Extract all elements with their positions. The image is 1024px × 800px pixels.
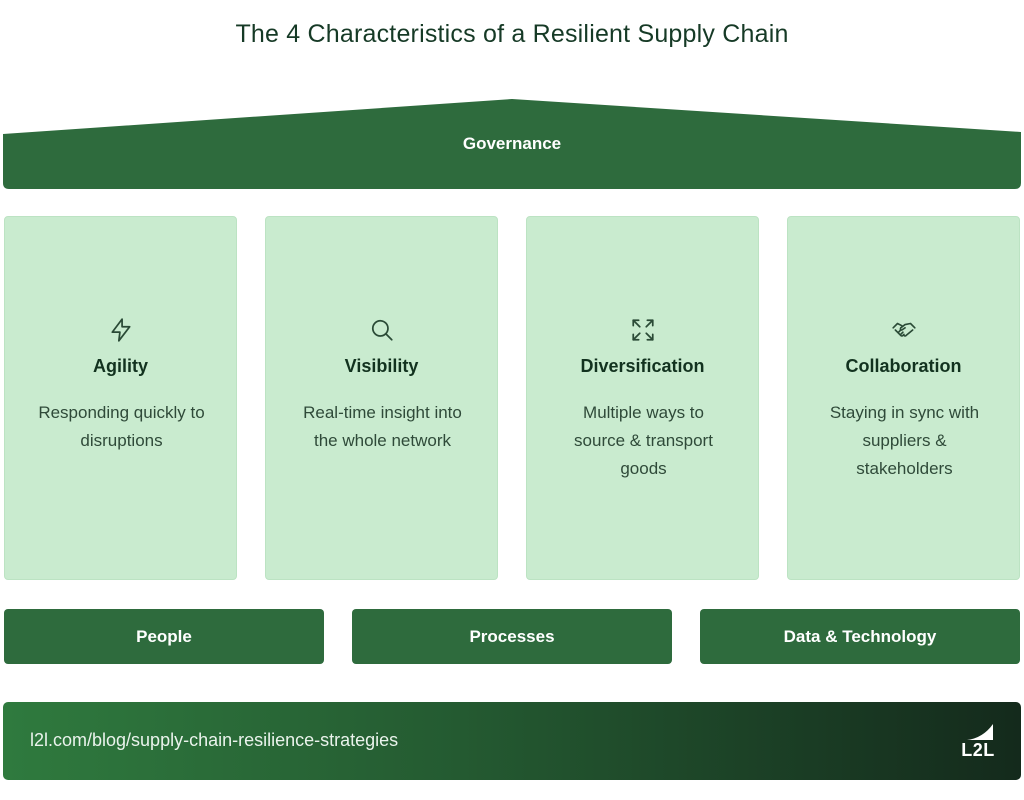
governance-label: Governance <box>462 134 562 153</box>
pillar-agility: Agility Responding quickly to disruption… <box>4 216 237 580</box>
lightning-icon <box>5 316 236 344</box>
pillar-description: Staying in sync with suppliers & stakeho… <box>829 403 980 478</box>
foundation-people: People <box>4 609 324 664</box>
pillar-title: Visibility <box>344 356 419 376</box>
pillar-title: Agility <box>92 356 148 376</box>
pillar-description: Responding quickly to disruptions <box>38 403 205 450</box>
foundation-processes: Processes <box>352 609 672 664</box>
foundation-data-technology: Data & Technology <box>700 609 1020 664</box>
pillar-diversification: Diversification Multiple ways to source … <box>526 216 759 580</box>
governance-roof <box>3 99 1021 189</box>
page-title: The 4 Characteristics of a Resilient Sup… <box>235 20 789 48</box>
pillar-title: Diversification <box>580 356 705 376</box>
pillar-collaboration: Collaboration Staying in sync with suppl… <box>787 216 1020 580</box>
logo-mark-icon <box>967 724 993 740</box>
footer-banner: l2l.com/blog/supply-chain-resilience-str… <box>3 702 1021 780</box>
pillar-visibility: Visibility Real-time insight into the wh… <box>265 216 498 580</box>
footer-url: l2l.com/blog/supply-chain-resilience-str… <box>30 730 399 750</box>
pillar-description: Multiple ways to source & transport good… <box>574 403 713 478</box>
pillar-title: Collaboration <box>845 356 962 376</box>
search-icon <box>266 316 497 344</box>
l2l-logo: L2L <box>959 722 997 762</box>
logo-text: L2L <box>961 740 995 760</box>
expand-arrows-icon <box>527 316 758 344</box>
handshake-icon <box>788 316 1019 344</box>
pillar-description: Real-time insight into the whole network <box>303 403 462 450</box>
